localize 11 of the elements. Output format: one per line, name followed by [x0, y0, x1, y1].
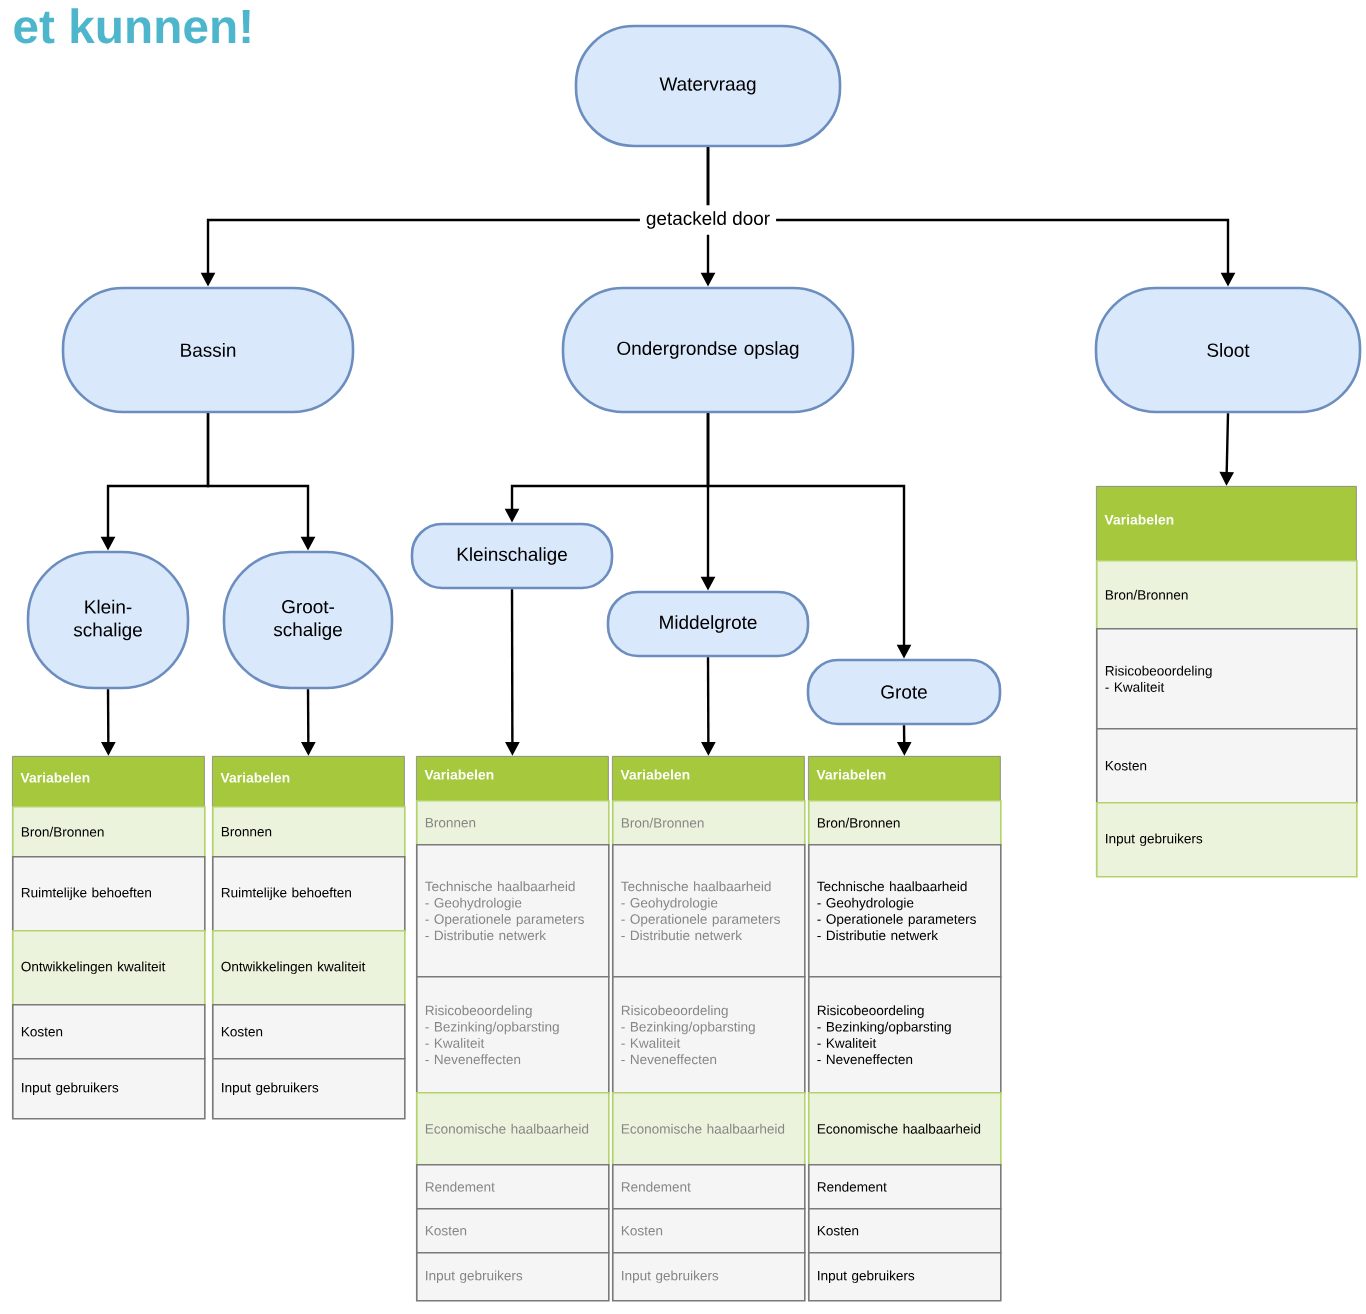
title: et kunnen! [14, 8, 250, 44]
rounded-box: Grote [806, 658, 1002, 726]
rounded-box: Bassin [61, 286, 355, 414]
rounded-box: Klein-schalige [26, 550, 190, 690]
rounded-box: Kleinschalige [410, 522, 614, 590]
rounded-box: Sloot [1094, 286, 1362, 414]
rounded-box: Ondergrondse opslag [561, 286, 855, 414]
rounded-box: Middelgrote [606, 590, 810, 658]
edge-label: getackeld door [639, 205, 777, 235]
rounded-box: Watervraag [574, 24, 842, 148]
rounded-box: Groot-schalige [222, 550, 394, 690]
